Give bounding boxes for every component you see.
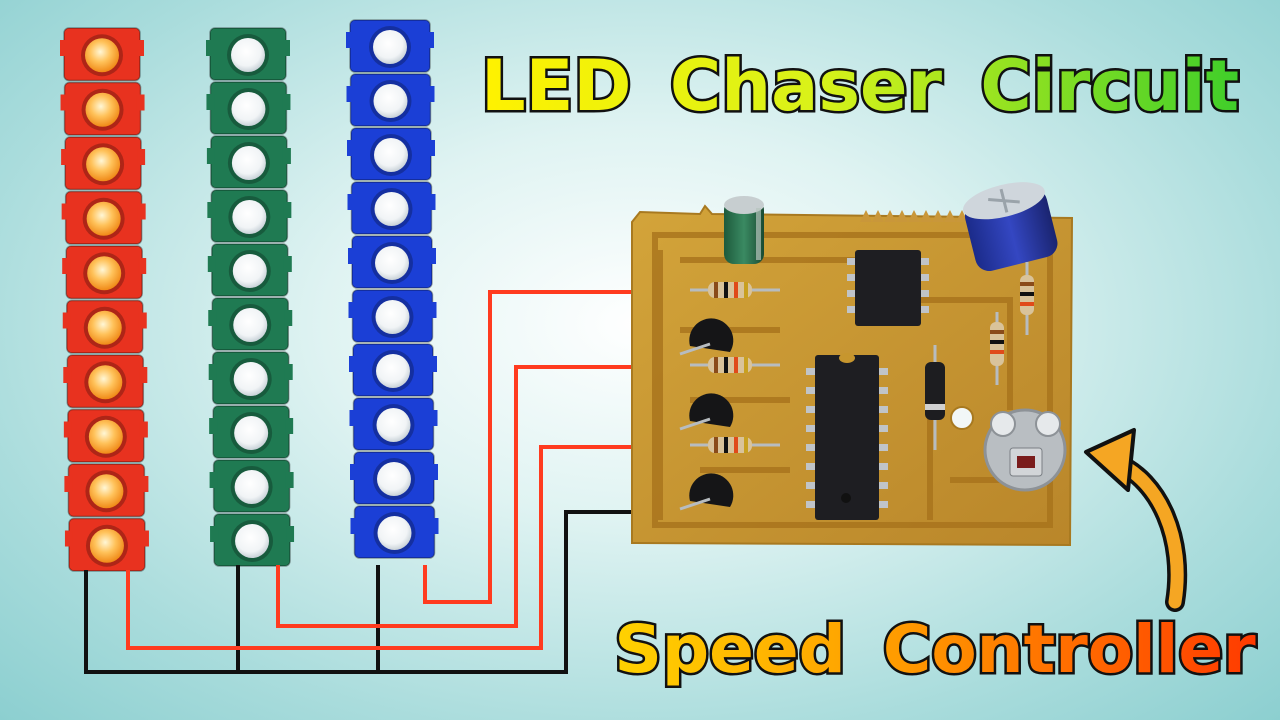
led-bulb — [233, 362, 268, 396]
page-title: LED Chaser Circuit — [481, 45, 1239, 127]
led-bulb — [86, 201, 121, 236]
driver-components — [679, 282, 780, 511]
resistor — [690, 282, 780, 298]
led-bulb — [86, 147, 121, 182]
potentiometer — [983, 408, 1067, 492]
led-bulb — [232, 200, 267, 234]
led-module — [349, 343, 437, 397]
led-module — [62, 299, 147, 354]
led-module — [348, 289, 437, 343]
ic-8-pin — [847, 250, 929, 326]
led-bulb — [376, 354, 410, 388]
led-module — [348, 235, 436, 289]
led-bulb — [89, 528, 124, 563]
led-module — [64, 517, 149, 572]
led-bulb — [374, 138, 408, 172]
led-bulb — [85, 92, 120, 127]
led-bulb — [376, 408, 411, 442]
subtitle-word-controller: Controller — [883, 611, 1256, 688]
led-module — [60, 81, 145, 136]
led-bulb — [373, 30, 407, 64]
led-bulb — [231, 38, 265, 72]
led-module — [206, 81, 291, 135]
red-wire-red-strip — [126, 445, 632, 650]
led-bulb — [232, 254, 267, 288]
led-bulb — [373, 84, 408, 118]
led-bulb — [374, 192, 409, 226]
resistor — [690, 357, 780, 373]
red-wire-green-strip — [276, 365, 632, 628]
title-word-circuit: Circuit — [980, 45, 1239, 127]
title-word-led: LED — [481, 45, 632, 127]
blue-led-strip — [346, 19, 439, 559]
large-blue-capacitor — [963, 182, 1058, 272]
led-module — [346, 19, 434, 73]
arrow-icon — [1084, 428, 1188, 612]
led-bulb — [375, 246, 409, 280]
led-bulb — [377, 462, 411, 496]
led-module — [347, 127, 435, 181]
transistor — [679, 393, 734, 431]
resistor-right-2 — [990, 312, 1004, 385]
subtitle-word-speed: Speed — [614, 611, 846, 688]
led-module — [209, 459, 294, 513]
led-module — [61, 190, 146, 245]
led-bulb — [231, 92, 266, 126]
led-bulb — [87, 256, 122, 291]
resistor — [690, 437, 780, 453]
led-module — [209, 405, 294, 459]
small-green-capacitor — [724, 196, 764, 264]
led-module — [207, 189, 292, 243]
led-bulb — [88, 419, 123, 454]
pcb-board — [631, 182, 1074, 547]
red-wire-blue-strip — [423, 290, 632, 604]
led-module — [346, 73, 435, 127]
led-bulb — [87, 310, 122, 345]
led-module — [350, 505, 439, 559]
led-module — [60, 27, 144, 82]
mounting-hole — [950, 406, 974, 430]
led-module — [206, 135, 291, 189]
title-word-chaser: Chaser — [670, 45, 943, 127]
resistor-right-1 — [1020, 262, 1034, 335]
green-led-strip — [206, 27, 295, 567]
led-module — [62, 245, 147, 300]
led-module — [63, 354, 148, 409]
subtitle: Speed Controller — [614, 611, 1256, 688]
led-bulb — [89, 474, 124, 509]
led-bulb — [85, 38, 119, 73]
led-module — [349, 397, 438, 451]
diode — [925, 345, 945, 450]
led-module — [206, 27, 290, 81]
led-bulb — [234, 416, 269, 450]
led-bulb — [233, 308, 268, 342]
led-module — [207, 243, 292, 297]
led-bulb — [234, 470, 269, 504]
led-module — [64, 463, 149, 518]
led-module — [61, 136, 146, 191]
transistor — [679, 473, 734, 511]
ic-16-pin — [806, 353, 888, 520]
led-module — [347, 181, 436, 235]
red-led-strip — [60, 27, 149, 572]
wires — [84, 290, 632, 674]
led-module — [210, 513, 295, 567]
led-module — [350, 451, 438, 505]
led-bulb — [231, 146, 266, 180]
led-bulb — [88, 365, 123, 400]
black-common-wire — [84, 510, 632, 674]
led-bulb — [377, 516, 412, 550]
led-bulb — [375, 300, 410, 334]
led-module — [63, 408, 148, 463]
led-bulb — [235, 524, 270, 558]
transistor — [679, 318, 734, 356]
led-module — [208, 297, 293, 351]
led-module — [208, 351, 293, 405]
